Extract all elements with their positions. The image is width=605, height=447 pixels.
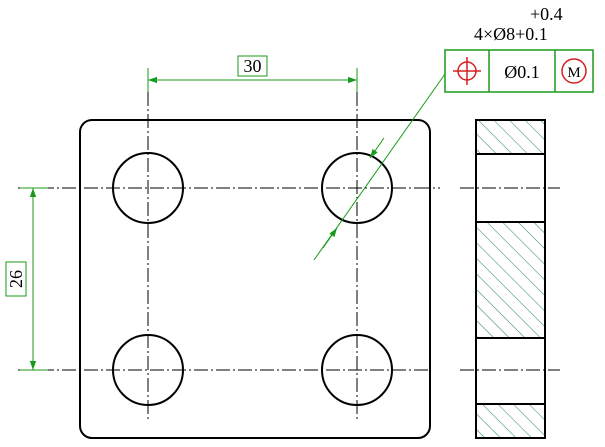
upper-tolerance: +0.4 xyxy=(530,4,563,24)
hole-bottom-left xyxy=(112,334,184,406)
centerlines xyxy=(18,92,440,420)
dim-26-text: 26 xyxy=(6,270,26,288)
dimension-horizontal xyxy=(147,68,358,92)
fcf-modifier: M xyxy=(567,65,580,81)
dim-30-box xyxy=(237,55,268,77)
dim-30-text: 30 xyxy=(244,56,262,76)
fcf-tolerance: Ø0.1 xyxy=(504,62,540,82)
hole-top-left xyxy=(112,152,184,224)
mmc-modifier-icon xyxy=(561,58,587,84)
hole-top-right xyxy=(321,152,393,224)
position-icon xyxy=(453,57,481,85)
plate-outline xyxy=(79,119,431,439)
feature-control-frame: Ø0.1 M xyxy=(444,49,594,93)
hole-designation: 4×Ø8+0.1 xyxy=(474,24,548,44)
dim-26-box xyxy=(5,261,27,297)
hole-bottom-right xyxy=(321,334,393,406)
leader-line xyxy=(313,73,446,261)
dimension-vertical xyxy=(20,187,48,371)
holes xyxy=(112,152,393,406)
section-view xyxy=(460,119,560,439)
